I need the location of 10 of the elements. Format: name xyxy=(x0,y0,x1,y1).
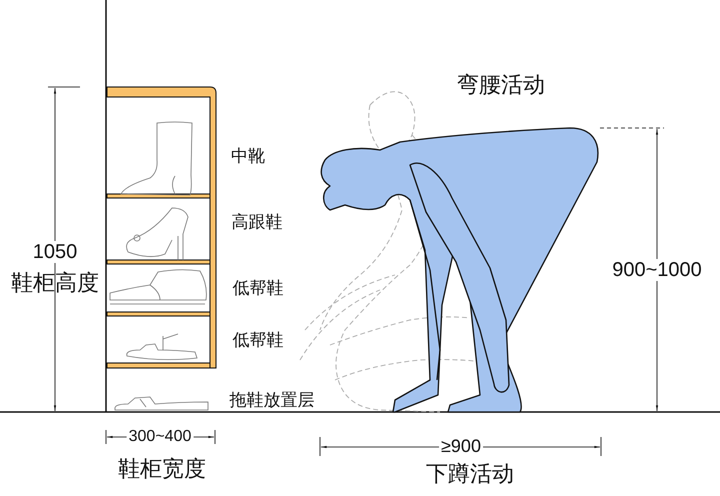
dimension-caption: 下蹲活动 xyxy=(426,462,514,488)
shoe-label: 中靴 xyxy=(231,148,265,166)
heading: 弯腰活动 xyxy=(457,74,545,98)
dimension-value: 900~1000 xyxy=(610,259,704,281)
shoe-label: 低帮鞋 xyxy=(232,332,284,350)
shoe-label: 高跟鞋 xyxy=(232,214,282,232)
dimension-caption: 鞋柜高度 xyxy=(11,272,99,296)
dimension-caption: 鞋柜宽度 xyxy=(118,458,206,482)
shoe-label: 低帮鞋 xyxy=(232,280,284,298)
shelf-label: 拖鞋放置层 xyxy=(230,392,314,410)
